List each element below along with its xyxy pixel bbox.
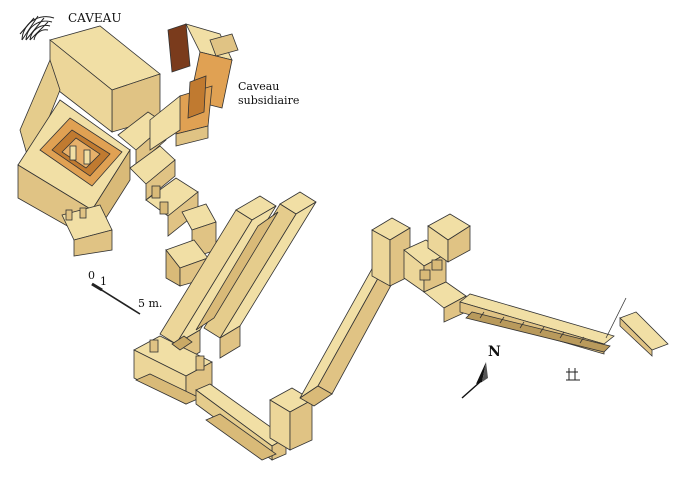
central-long-corridors	[133, 191, 317, 405]
lower-passage	[195, 383, 313, 461]
north-arrow-icon	[476, 362, 486, 384]
fan-glyph-icon	[19, 15, 55, 41]
scale-label-zero: 0	[88, 269, 95, 282]
north-arrow: N	[461, 344, 501, 399]
right-chamber-complex	[403, 213, 471, 323]
scale-label-one: 1	[100, 275, 107, 288]
main-burial-chamber	[17, 25, 161, 257]
subsidiary-label-line2: subsidiaire	[238, 94, 299, 107]
subsidiary-label-line1: Caveau	[238, 80, 279, 93]
north-label: N	[488, 344, 501, 360]
entrance-ramp	[459, 293, 669, 357]
scale-bar: 0 1 5 m.	[88, 269, 162, 315]
subsidiary-chamber	[149, 23, 239, 151]
ascending-corridor	[299, 217, 411, 407]
scale-label-five: 5 m.	[138, 297, 162, 310]
caveau-label: CAVEAU	[68, 11, 121, 25]
scale-bar-unit	[91, 282, 103, 292]
hieroglyph-mark-icon	[566, 368, 580, 381]
